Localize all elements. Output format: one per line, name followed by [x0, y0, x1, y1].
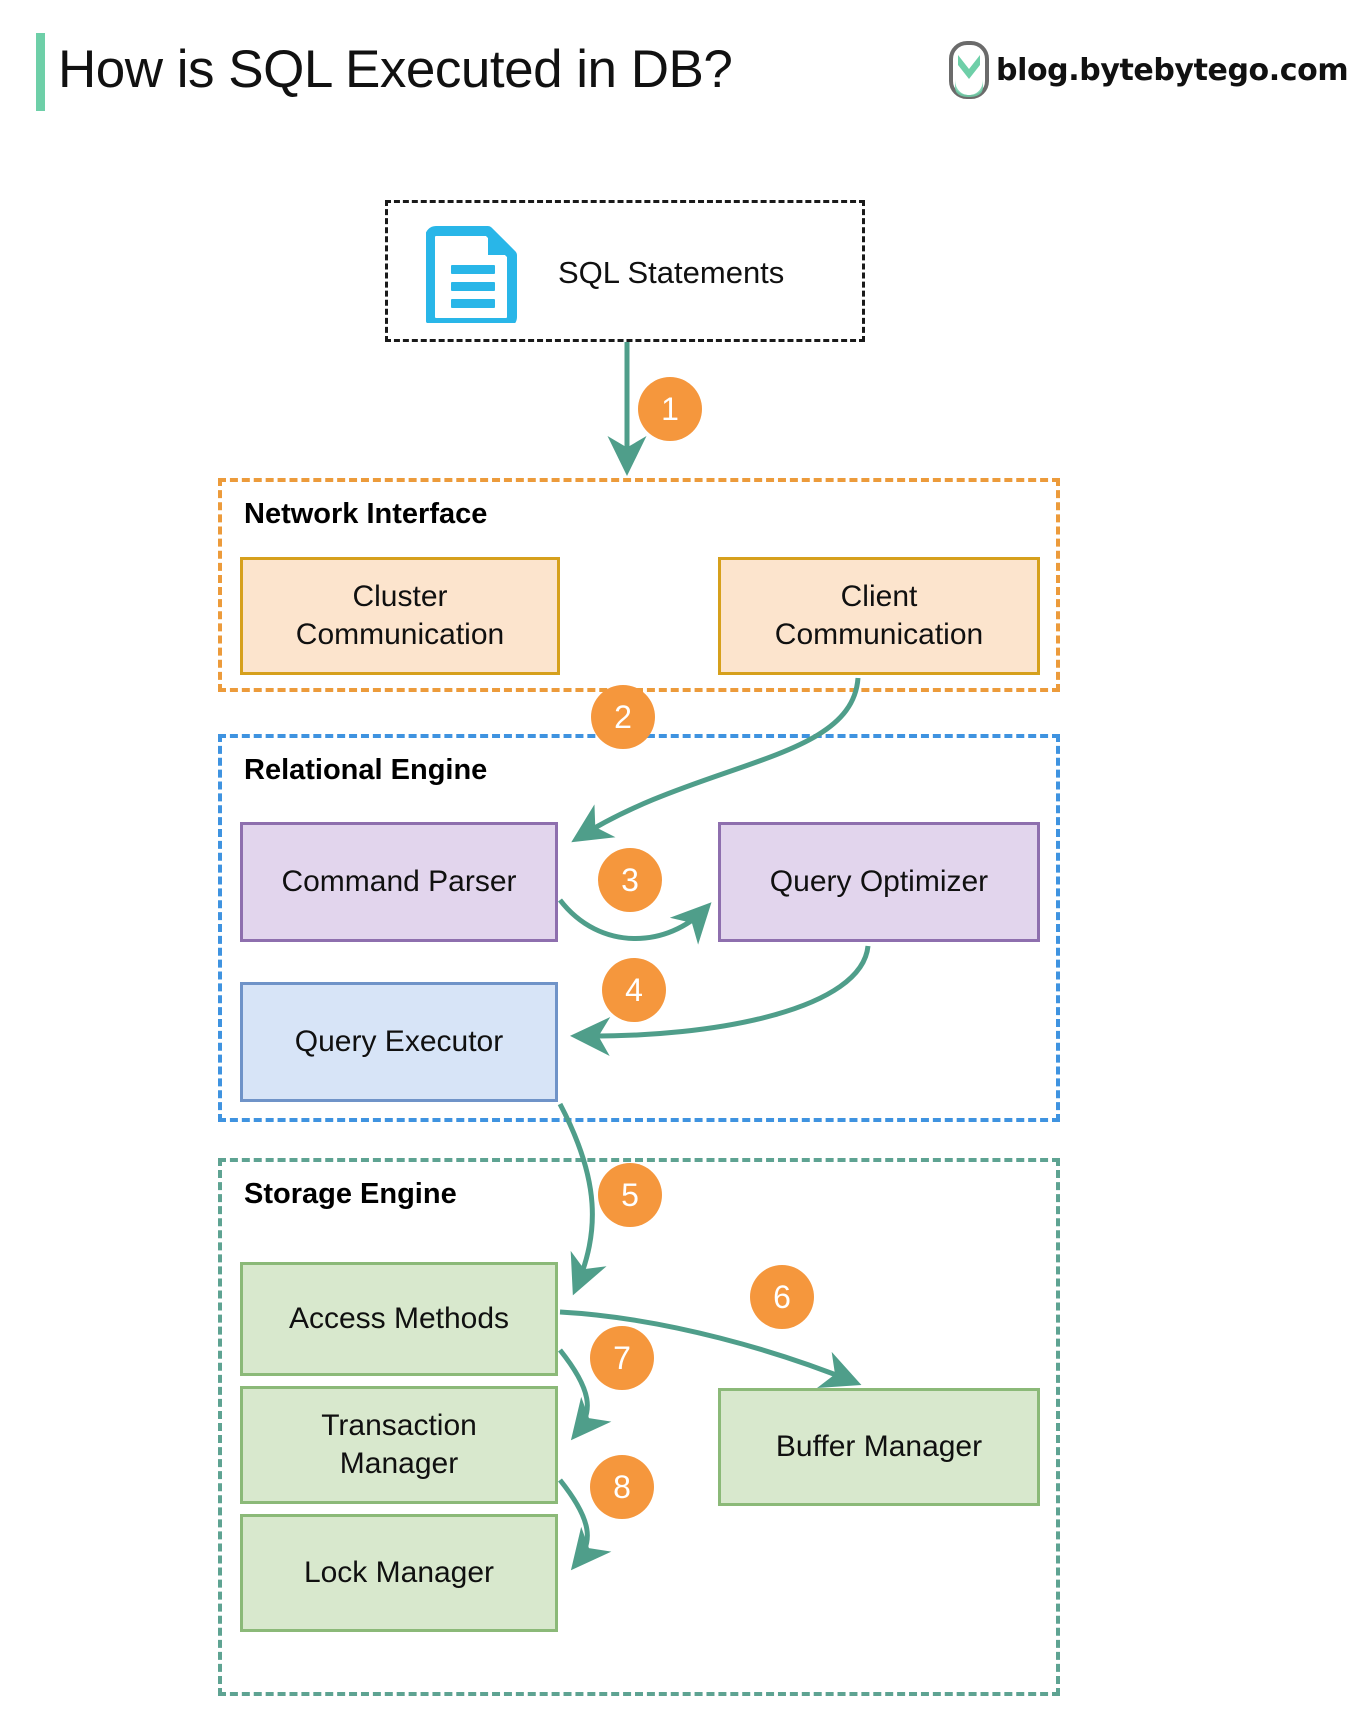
sql-statements-label: SQL Statements	[558, 255, 785, 290]
step-badge-7: 7	[590, 1326, 654, 1390]
bytebytego-logo	[949, 41, 989, 99]
node-buffer-manager-label: Buffer Manager	[775, 1429, 983, 1463]
node-lock-manager-label: Lock Manager	[303, 1555, 495, 1589]
step-badge-1-number: 1	[661, 390, 679, 427]
document-icon	[426, 226, 517, 323]
title-accent-bar	[36, 33, 45, 111]
node-access-methods[interactable]: Access Methods	[240, 1262, 558, 1376]
step-badge-2-number: 2	[614, 698, 632, 735]
step-badge-8: 8	[590, 1455, 654, 1519]
step-badge-1: 1	[638, 377, 702, 441]
node-command-parser-label: Command Parser	[281, 864, 517, 898]
step-badge-3-number: 3	[621, 861, 639, 898]
node-client-communication[interactable]: Client Communication	[718, 557, 1040, 675]
brand: blog.bytebytego.com	[948, 38, 1349, 102]
step-badge-8-number: 8	[613, 1468, 631, 1505]
node-cluster-communication[interactable]: Cluster Communication	[240, 557, 560, 675]
node-query-optimizer[interactable]: Query Optimizer	[718, 822, 1040, 942]
page-header: How is SQL Executed in DB? blog.bytebyte…	[0, 0, 1358, 140]
step-badge-6: 6	[750, 1265, 814, 1329]
node-transaction-manager-label: Transaction Manager	[321, 1408, 477, 1480]
node-query-optimizer-label: Query Optimizer	[769, 864, 989, 898]
node-cluster-communication-label: Cluster Communication	[295, 579, 505, 651]
node-query-executor-label: Query Executor	[294, 1024, 504, 1058]
group-relational-engine-title: Relational Engine	[244, 754, 488, 786]
node-lock-manager[interactable]: Lock Manager	[240, 1514, 558, 1632]
group-storage-engine: Storage Engine	[218, 1158, 1060, 1696]
step-badge-6-number: 6	[773, 1278, 791, 1315]
page-title: How is SQL Executed in DB?	[58, 40, 733, 99]
group-network-interface-title: Network Interface	[244, 498, 488, 530]
step-badge-5-number: 5	[621, 1176, 639, 1213]
step-badge-5: 5	[598, 1163, 662, 1227]
node-access-methods-label: Access Methods	[288, 1301, 510, 1335]
brand-text: blog.bytebytego.com	[996, 52, 1349, 88]
sql-statements-box: SQL Statements	[385, 200, 865, 342]
node-buffer-manager[interactable]: Buffer Manager	[718, 1388, 1040, 1506]
node-command-parser[interactable]: Command Parser	[240, 822, 558, 942]
step-badge-2: 2	[591, 685, 655, 749]
step-badge-7-number: 7	[613, 1339, 631, 1376]
step-badge-4: 4	[602, 958, 666, 1022]
node-client-communication-label: Client Communication	[774, 579, 984, 651]
step-badge-3: 3	[598, 848, 662, 912]
node-query-executor[interactable]: Query Executor	[240, 982, 558, 1102]
node-transaction-manager[interactable]: Transaction Manager	[240, 1386, 558, 1504]
step-badge-4-number: 4	[625, 971, 643, 1008]
group-storage-engine-title: Storage Engine	[244, 1178, 457, 1210]
